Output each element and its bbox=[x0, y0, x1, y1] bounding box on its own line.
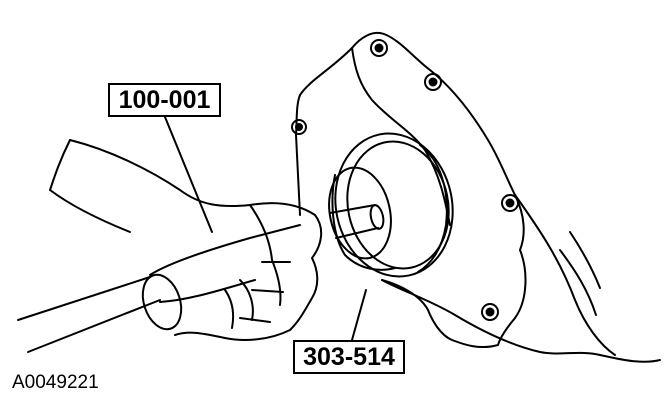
seal-installer-body bbox=[331, 174, 396, 271]
cover-plate-right-detail bbox=[559, 231, 601, 316]
callout-tool-100-001: 100-001 bbox=[108, 83, 221, 117]
leader-100-001 bbox=[164, 116, 213, 233]
seal-installer-rim-inner bbox=[346, 140, 450, 270]
bolt-boss-upper-right bbox=[424, 73, 442, 91]
figure-id: A0049221 bbox=[12, 372, 99, 393]
bolt-boss-upper bbox=[370, 39, 388, 57]
bolt-boss-right bbox=[501, 194, 519, 212]
handle-body bbox=[149, 224, 301, 303]
hand-fingers bbox=[224, 204, 282, 329]
cover-plate-lower-flange bbox=[381, 279, 661, 363]
handle-end-cap bbox=[141, 273, 183, 331]
handle-shaft-lower bbox=[27, 299, 161, 353]
cover-plate-lip bbox=[295, 94, 301, 216]
seal-installer-rim bbox=[334, 132, 454, 278]
handle-forward-rod bbox=[329, 204, 379, 239]
handle-shaft-upper bbox=[17, 276, 151, 321]
seal-installer-face bbox=[328, 166, 392, 260]
bolt-boss-lower-right bbox=[481, 303, 499, 321]
cover-plate-right-edge bbox=[514, 194, 616, 356]
callout-tool-303-514: 303-514 bbox=[293, 340, 405, 374]
seal-lip bbox=[417, 144, 448, 273]
cover-plate-inner-edge bbox=[351, 47, 451, 226]
wrist-outline bbox=[49, 139, 131, 233]
hand-knuckles bbox=[239, 261, 291, 323]
hand-outline bbox=[69, 139, 323, 341]
leader-303-514 bbox=[351, 289, 367, 341]
cover-plate-outline bbox=[299, 32, 527, 349]
bolt-boss-left bbox=[291, 119, 307, 135]
handle-rod-tip bbox=[369, 204, 385, 230]
